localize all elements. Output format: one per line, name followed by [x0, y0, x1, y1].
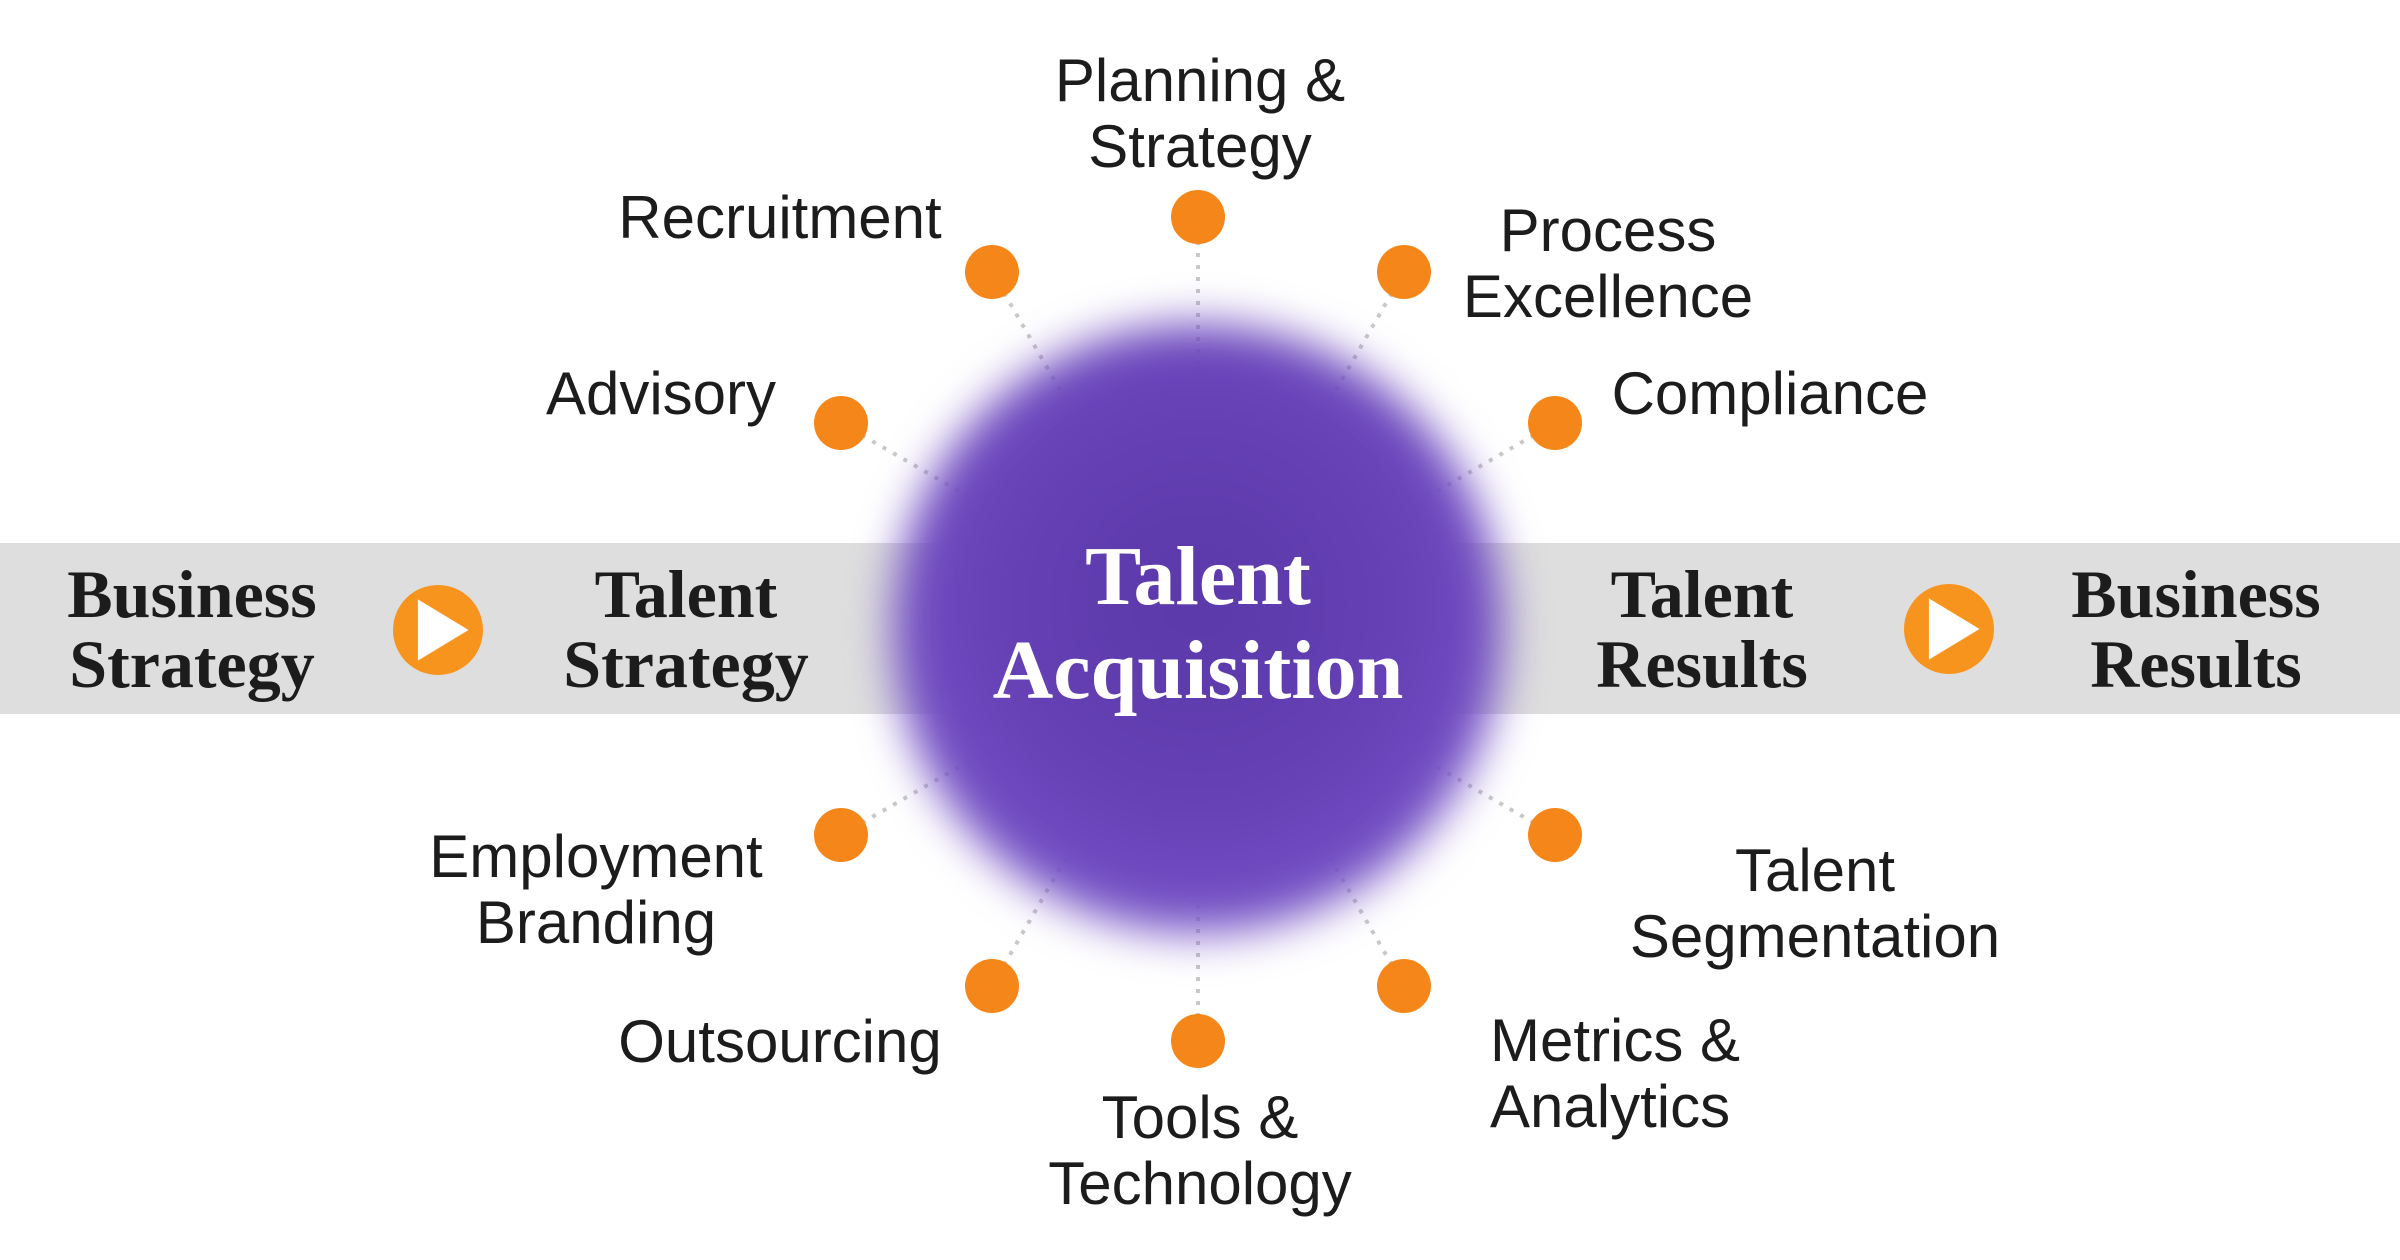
- planning-strategy-label: Planning &Strategy: [1054, 47, 1346, 180]
- tools-technology-dot: [1171, 1014, 1225, 1068]
- hub-circle: [893, 324, 1503, 934]
- hub-title-line1: Talent: [1085, 530, 1311, 623]
- arrow-talent-to-business-results: [1904, 584, 1994, 674]
- recruitment-label: Recruitment: [618, 184, 942, 251]
- process-excellence-dot: [1377, 245, 1431, 299]
- advisory-label: Advisory: [545, 360, 777, 427]
- planning-strategy-dot: [1171, 190, 1225, 244]
- metrics-analytics-label: Metrics &Analytics: [1490, 1007, 1741, 1140]
- employment-branding-dot: [814, 808, 868, 862]
- play-triangle-icon: [417, 599, 469, 661]
- advisory-dot: [814, 396, 868, 450]
- metrics-analytics-dot: [1377, 959, 1431, 1013]
- tools-technology-label: Tools &Technology: [1048, 1084, 1352, 1217]
- hub-title-line2: Acquisition: [992, 624, 1404, 717]
- play-triangle-icon: [1928, 598, 1980, 660]
- recruitment-dot: [965, 245, 1019, 299]
- compliance-label: Compliance: [1611, 360, 1929, 427]
- compliance-dot: [1528, 396, 1582, 450]
- outsourcing-dot: [965, 959, 1019, 1013]
- arrow-business-to-talent-strategy: [393, 585, 483, 675]
- hub-title: Talent Acquisition: [993, 530, 1404, 718]
- talent-segmentation-dot: [1528, 808, 1582, 862]
- outsourcing-label: Outsourcing: [618, 1008, 942, 1075]
